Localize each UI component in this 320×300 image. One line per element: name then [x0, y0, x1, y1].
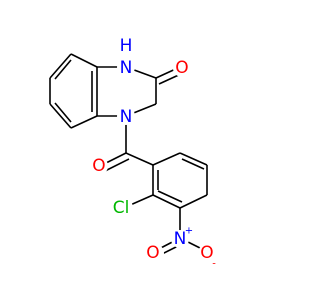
atom-o-nitro-bottom-label: O	[200, 243, 213, 263]
atom-n-nitro-label: N	[174, 229, 187, 249]
atom-bg	[171, 230, 189, 248]
atom-bg	[117, 107, 135, 125]
bond	[152, 152, 181, 166]
bond	[125, 152, 154, 166]
bond	[70, 53, 98, 68]
atom-o-nitro-top-label: O	[146, 243, 159, 263]
molecule-structure: N H N O O Cl N + O O -	[49, 36, 216, 270]
atom-o-lactam-label: O	[175, 58, 188, 78]
bond	[157, 190, 183, 203]
bond	[70, 115, 98, 129]
atom-labels: N H N O O Cl N + O O -	[90, 36, 216, 270]
atom-bg	[117, 58, 135, 76]
bond	[152, 194, 181, 209]
atom-n-nitro-charge: +	[185, 226, 193, 237]
atom-nh-hydrogen: H	[120, 36, 133, 56]
atom-o-nitro-bottom-charge: -	[212, 259, 216, 270]
atom-o-carbonyl-label: O	[92, 156, 105, 176]
bond	[49, 53, 72, 79]
atom-n-amide-label: N	[120, 107, 133, 127]
atom-bg	[111, 197, 133, 219]
bond	[54, 59, 72, 80]
bond	[49, 103, 72, 129]
atom-bg	[146, 244, 164, 262]
atom-cl-label: Cl	[113, 198, 130, 218]
atom-bg	[198, 244, 216, 262]
bond	[102, 158, 130, 173]
atom-bg	[173, 59, 191, 77]
bond	[181, 158, 205, 170]
bond	[179, 194, 208, 209]
bond	[179, 152, 208, 166]
atom-nh-label: N	[120, 58, 133, 78]
atom-bg	[90, 157, 108, 175]
bond	[54, 102, 72, 123]
bonds	[49, 53, 208, 257]
